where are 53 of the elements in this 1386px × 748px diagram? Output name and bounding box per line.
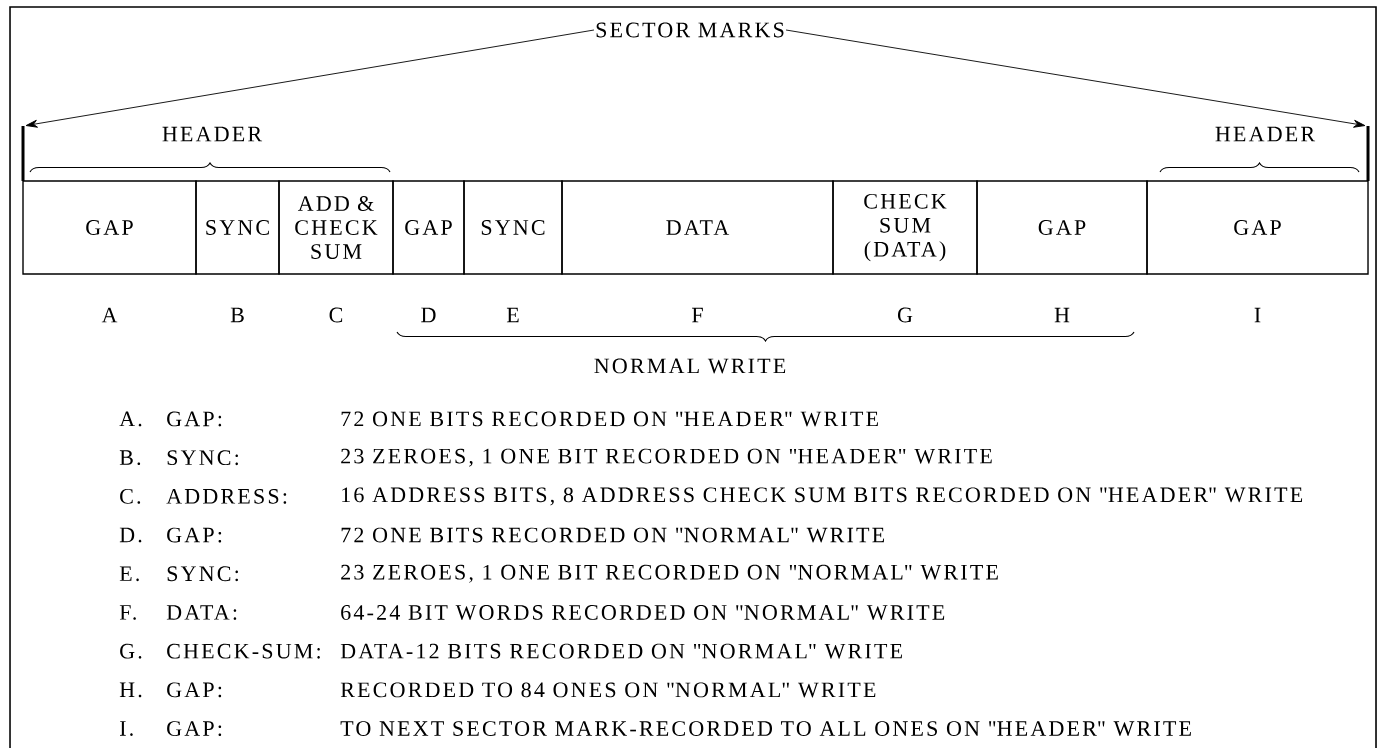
legend-letter: I. bbox=[120, 721, 133, 736]
legend-term: GAP: bbox=[167, 527, 222, 543]
legend-letter: B. bbox=[119, 450, 141, 466]
legend-letter: F. bbox=[119, 605, 136, 620]
segment-letter: D bbox=[421, 307, 436, 323]
leader-arrow bbox=[785, 29, 1366, 128]
segment-cell: CHECK SUM (DATA) bbox=[832, 180, 978, 275]
sector-marks-label: SECTOR MARKS bbox=[596, 22, 784, 38]
segment-letter: I bbox=[1254, 307, 1261, 323]
segment-letter: G bbox=[898, 307, 913, 323]
sector-mark bbox=[1366, 126, 1370, 181]
legend-description: 16 ADDRESS BITS, 8 ADDRESS CHECK SUM BITS RECORDED ON "HEADER" WRITE bbox=[342, 487, 1303, 506]
segment-cell: GAP bbox=[976, 180, 1148, 275]
leader-arrow bbox=[25, 29, 595, 128]
legend-description: 64-24 BIT WORDS RECORDED ON "NORMAL" WRITE bbox=[341, 605, 945, 620]
legend-description: 23 ZEROES, 1 ONE BIT RECORDED ON "NORMAL" WRITE bbox=[341, 564, 998, 583]
header-label: HEADER bbox=[162, 126, 263, 142]
legend-term: GAP: bbox=[167, 682, 222, 698]
legend-description: 72 ONE BITS RECORDED ON "NORMAL" WRITE bbox=[341, 527, 885, 543]
segment-letter: A bbox=[101, 307, 118, 323]
segment-cell: GAP bbox=[392, 180, 465, 275]
segment-cell: GAP bbox=[22, 180, 197, 275]
legend-letter: G. bbox=[120, 643, 142, 659]
legend-letter: E. bbox=[119, 566, 139, 582]
legend-description: RECORDED TO 84 ONES ON "NORMAL" WRITE bbox=[340, 682, 876, 698]
segment-letter: E bbox=[506, 307, 519, 323]
segment-letter: B bbox=[230, 307, 244, 323]
segment-cell: ADD & CHECK SUM bbox=[278, 180, 394, 275]
segment-cell: GAP bbox=[1146, 180, 1369, 275]
legend-description: DATA-12 BITS RECORDED ON "NORMAL" WRITE bbox=[340, 643, 902, 659]
segment-letter: F bbox=[692, 307, 703, 323]
sector-mark bbox=[21, 126, 25, 181]
legend-letter: D. bbox=[119, 527, 142, 543]
segment-cell: SYNC bbox=[463, 180, 563, 275]
legend-description: 72 ONE BITS RECORDED ON "HEADER" WRITE bbox=[341, 411, 878, 427]
legend-term: CHECK-SUM: bbox=[167, 643, 320, 659]
segment-letter: H bbox=[1054, 307, 1070, 323]
legend-term: GAP: bbox=[167, 411, 222, 427]
legend-letter: H. bbox=[119, 682, 142, 698]
legend-description: TO NEXT SECTOR MARK-RECORDED TO ALL ONES ON "HEADER" WRITE bbox=[340, 721, 1191, 737]
legend-term: GAP: bbox=[167, 721, 222, 737]
segment-cell: SYNC bbox=[195, 180, 280, 275]
legend-letter: A. bbox=[119, 411, 142, 427]
segment-cell: DATA bbox=[561, 180, 834, 275]
legend-term: SYNC: bbox=[167, 566, 238, 582]
segment-letter: C bbox=[329, 307, 343, 323]
legend-term: ADDRESS: bbox=[166, 488, 287, 504]
header-label: HEADER bbox=[1215, 126, 1316, 142]
normal-write-label: NORMAL WRITE bbox=[594, 358, 786, 374]
legend-description: 23 ZEROES, 1 ONE BIT RECORDED ON "HEADER" WRITE bbox=[341, 448, 992, 467]
legend-term: SYNC: bbox=[167, 450, 238, 466]
legend-letter: C. bbox=[120, 488, 141, 504]
legend-term: DATA: bbox=[166, 605, 237, 620]
